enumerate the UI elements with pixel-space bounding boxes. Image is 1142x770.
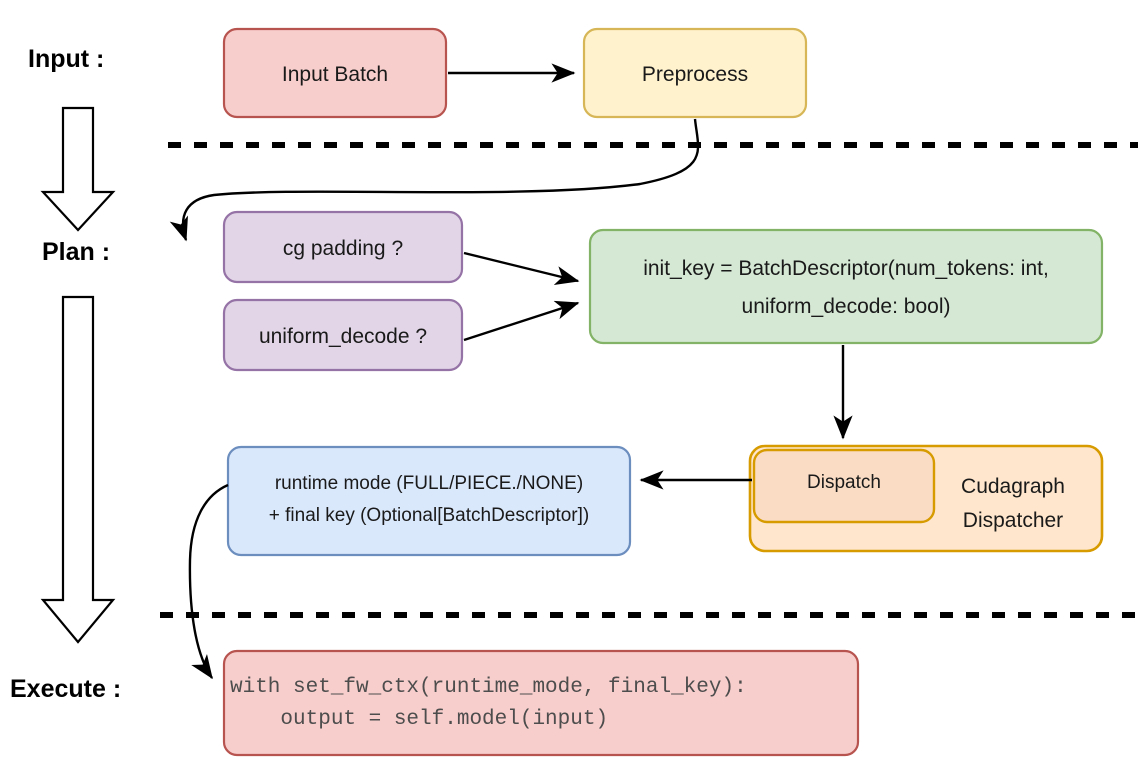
node-uniform-decode-shape: [222, 298, 464, 372]
node-cg-padding-label: cg padding ?: [283, 237, 403, 260]
node-execute-code-line2: output = self.model(input): [230, 708, 608, 731]
edge-preprocess-to-cg-padding: [169, 118, 700, 242]
node-input-batch-label: Input Batch: [282, 63, 388, 86]
node-preprocess[interactable]: Preprocess: [582, 27, 808, 119]
node-uniform-decode[interactable]: uniform_decode ?: [222, 298, 464, 372]
node-init-key[interactable]: init_key = BatchDescriptor(num_tokens: i…: [588, 228, 1104, 345]
node-cudagraph-dispatcher-label-line1: Cudagraph: [961, 475, 1065, 498]
edge-cg-padding-to-init-key: [463, 251, 580, 285]
stage-label-plan: Plan :: [42, 238, 110, 266]
node-init-key-label-line1: init_key = BatchDescriptor(num_tokens: i…: [643, 257, 1049, 280]
node-cg-padding[interactable]: cg padding ?: [222, 210, 464, 284]
node-runtime-mode-label-line2: + final key (Optional[BatchDescriptor]): [269, 505, 590, 526]
node-execute-code-line1: with set_fw_ctx(runtime_mode, final_key)…: [230, 676, 747, 699]
node-execute-code[interactable]: with set_fw_ctx(runtime_mode, final_key)…: [222, 649, 860, 757]
node-dispatch[interactable]: Dispatch: [752, 448, 936, 524]
node-runtime-mode[interactable]: runtime mode (FULL/PIECE./NONE) + final …: [226, 445, 632, 557]
node-execute-code-shape: [222, 649, 860, 757]
node-dispatch-shape: [752, 448, 936, 524]
node-runtime-mode-label-line1: runtime mode (FULL/PIECE./NONE): [275, 473, 583, 494]
node-runtime-mode-shape: [226, 445, 632, 557]
node-init-key-label-line2: uniform_decode: bool): [742, 295, 951, 318]
stage-label-input: Input :: [28, 45, 104, 73]
node-preprocess-shape: [582, 27, 808, 119]
node-input-batch-shape: [222, 27, 448, 119]
node-dispatch-label: Dispatch: [807, 472, 881, 493]
stage-label-execute: Execute :: [10, 675, 121, 703]
node-preprocess-label: Preprocess: [642, 63, 748, 86]
edge-runtime-mode-to-execute-code: [188, 483, 229, 680]
flow-arrow-plan-execute: [40, 295, 116, 644]
flow-arrow-input-plan: [40, 106, 116, 232]
node-cudagraph-dispatcher-label-line2: Dispatcher: [963, 509, 1063, 532]
node-uniform-decode-label: uniform_decode ?: [259, 325, 427, 348]
node-init-key-shape: [588, 228, 1104, 345]
node-input-batch[interactable]: Input Batch: [222, 27, 448, 119]
edge-uniform-decode-to-init-key: [463, 300, 580, 342]
node-cg-padding-shape: [222, 210, 464, 284]
